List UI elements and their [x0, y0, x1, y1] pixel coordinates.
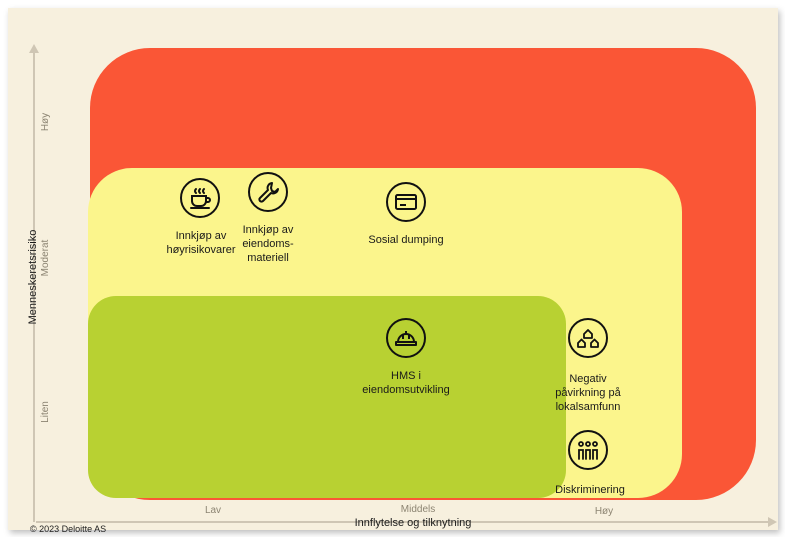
risk-matrix-slide: Menneskeretsrisiko Høy Moderat Liten Lav…: [8, 8, 778, 530]
x-tick-high: Høy: [594, 506, 614, 517]
y-axis-arrow: [29, 44, 39, 53]
x-tick-medium: Middels: [400, 504, 436, 515]
y-axis-title: Menneskeretsrisiko: [27, 229, 39, 325]
item-label-hse-property-development: HMS i eiendomsutvikling: [362, 370, 450, 396]
copyright: © 2023 Deloitte AS: [30, 524, 107, 534]
low-risk-zone: [88, 296, 566, 498]
coffee-cup-icon: [180, 178, 220, 218]
item-label-high-risk-goods: Innkjøp av høyrisikovarer: [166, 230, 236, 256]
y-axis-line: [33, 52, 35, 522]
hard-hat-icon: [386, 318, 426, 358]
x-tick-low: Lav: [204, 505, 222, 516]
y-tick-low: Liten: [40, 401, 51, 423]
people-icon: [568, 430, 608, 470]
card-icon: [386, 182, 426, 222]
y-tick-moderate: Moderat: [40, 239, 51, 277]
x-axis-arrow: [768, 517, 777, 527]
houses-icon: [568, 318, 608, 358]
x-axis-title: Innflytelse og tilknytning: [354, 517, 472, 529]
item-label-local-community-impact: Negativ påvirkning på lokalsamfunn: [555, 373, 621, 413]
item-label-discrimination: Diskriminering: [555, 484, 625, 496]
item-label-property-materials: Innkjøp av eiendoms- materiell: [242, 224, 294, 264]
wrench-icon: [248, 172, 288, 212]
x-axis-line: [36, 521, 768, 523]
item-label-social-dumping: Sosial dumping: [368, 234, 444, 246]
y-tick-high: Høy: [40, 112, 51, 132]
